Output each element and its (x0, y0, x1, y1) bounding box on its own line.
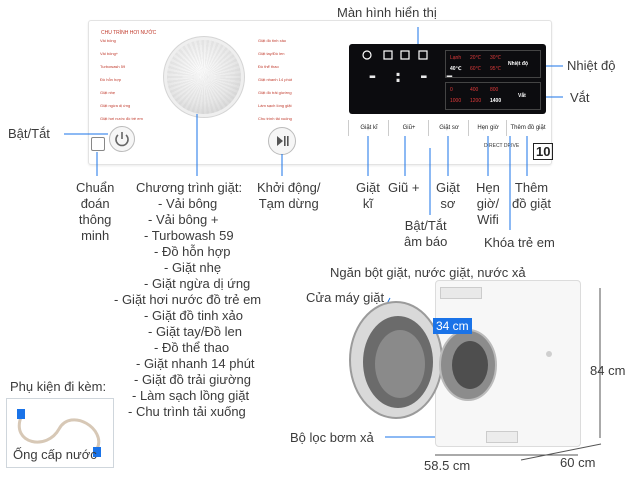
panel-header: CHU TRÌNH HƠI NƯỚC (101, 30, 157, 36)
washer-detail (546, 351, 552, 357)
lcd-display: - : - - Lạnh 20℃ 30℃ 40℃ 60℃ 95℃ Nhiệt đ… (349, 44, 546, 114)
panel-program-label: Giặt nhẹ (100, 90, 116, 95)
label-accessory: Phụ kiện đi kèm: (10, 379, 107, 394)
panel-program-label: Làm sạch lồng giặt (258, 103, 292, 108)
panel-program-label: Turbowash 59 (100, 64, 126, 69)
label-rinse: Giũ + (388, 180, 420, 195)
label-prewash: Giặt sơ (436, 180, 460, 211)
display-status-icons (362, 50, 428, 60)
program-item: - Vải bông + (148, 212, 219, 227)
label-depth: 60 cm (560, 455, 596, 470)
program-list-heading: Chương trình giặt: (136, 180, 243, 195)
panel-left-programs: Vải bông Vải bông+ Turbowash 59 Đồ hỗn h… (100, 38, 162, 129)
program-item: - Giặt tay/Đồ len (148, 324, 242, 339)
program-list: Chương trình giặt: - Vải bông - Vải bông… (114, 180, 268, 420)
spin-option-selected: 1400 (490, 98, 502, 104)
label-detergent: Ngăn bột giặt, nước giặt, nước xả (330, 265, 526, 280)
label-height: 84 cm (590, 363, 626, 378)
program-item: - Giặt đồ trải giường (134, 372, 251, 387)
label-child-lock: Khóa trẻ em (484, 235, 555, 250)
panel-program-label: Vải bông+ (100, 51, 119, 56)
spin-label: Vắt (518, 93, 526, 99)
panel-program-label: Giặt tay/Đồ len (258, 51, 285, 56)
panel-program-label: Giặt ngừa dị ứng (100, 103, 131, 108)
program-item: - Chu trình tải xuống (128, 404, 246, 419)
label-power: Bật/Tắt (8, 126, 50, 141)
label-extra: Thêm đồ giặt (512, 180, 552, 211)
panel-program-label: Giặt đồ trải giường (258, 90, 292, 95)
label-display: Màn hình hiển thị (337, 5, 437, 20)
panel-program-label: Chu trình tải xuống (258, 116, 292, 121)
panel-button-wash[interactable]: Giặt kĩ (348, 120, 389, 136)
diagnose-icon (91, 137, 105, 151)
label-sound: Bật/Tắt âm báo (404, 218, 448, 249)
power-icon (115, 132, 129, 147)
label-timer-wifi: Hẹn giờ/ Wifi (476, 180, 500, 227)
hose-icon (17, 409, 101, 457)
temp-label: Nhiệt độ (508, 61, 528, 67)
program-item: - Giặt đồ tinh xảo (144, 308, 243, 323)
panel-program-label: Đồ thể thao (258, 64, 279, 69)
temp-option: 20℃ (470, 55, 482, 61)
spin-option: 400 (470, 87, 479, 93)
panel-button-extra[interactable]: Thêm đồ giặt (506, 120, 549, 136)
program-item: - Giặt ngừa dị ứng (144, 276, 251, 291)
temp-option: 95℃ (490, 66, 502, 72)
spin-option: 1200 (470, 98, 482, 104)
door-depth-badge: 34 cm (433, 318, 472, 334)
detergent-drawer (440, 287, 482, 299)
display-digits: - : - - (367, 66, 457, 87)
program-item: - Làm sạch lồng giặt (132, 388, 250, 403)
program-item: - Giặt nhẹ (164, 260, 222, 275)
panel-program-label: Đồ hỗn hợp (100, 77, 122, 82)
program-item: - Turbowash 59 (144, 228, 234, 243)
panel-button-timer[interactable]: Hẹn giờ (468, 120, 507, 136)
panel-button-prewash[interactable]: Giặt sơ (428, 120, 469, 136)
label-filter: Bộ lọc bơm xả (290, 430, 374, 445)
program-dial[interactable] (167, 40, 241, 114)
play-pause-icon (277, 136, 289, 146)
program-item: - Vải bông (158, 196, 218, 211)
spin-option: 0 (450, 87, 453, 93)
label-temperature: Nhiệt độ (567, 58, 616, 73)
label-spin: Vắt (570, 90, 590, 105)
label-hose: Ống cấp nước (13, 447, 97, 462)
spin-option: 800 (490, 87, 499, 93)
panel-right-programs: Giặt đồ tinh xảo Giặt tay/Đồ len Đồ thể … (258, 38, 318, 129)
program-item: - Giặt hơi nước đồ trẻ em (114, 292, 262, 307)
start-pause-button[interactable] (268, 127, 296, 155)
temp-option: Lạnh (450, 55, 462, 61)
panel-program-label: Vải bông (100, 38, 116, 43)
label-door: Cửa máy giặt (306, 290, 385, 305)
label-width: 58.5 cm (424, 458, 471, 473)
label-start-pause: Khởi động/ Tạm dừng (257, 180, 321, 211)
label-wash: Giặt kĩ (356, 180, 380, 211)
panel-program-label: Giặt hơi nước đồ trẻ em (100, 116, 143, 121)
temp-option-selected: 40℃ (450, 66, 462, 72)
power-button[interactable] (109, 126, 135, 152)
program-item: - Đồ thể thao (154, 340, 230, 355)
filter-cover (486, 431, 518, 443)
panel-program-label: Giặt đồ tinh xảo (258, 38, 287, 43)
panel-program-label: Giặt nhanh 14 phút (258, 77, 293, 82)
spin-box: 0 400 800 1000 1200 1400 Vắt (445, 82, 541, 110)
direct-drive-badge: DIRECT DRIVE (484, 143, 520, 149)
temp-box: Lạnh 20℃ 30℃ 40℃ 60℃ 95℃ Nhiệt độ (445, 50, 541, 78)
warranty-badge: 10 (533, 143, 554, 160)
label-diagnose: Chuẩn đoán thông minh (76, 180, 115, 243)
program-item: - Đồ hỗn hợp (154, 244, 231, 259)
panel-button-rinse[interactable]: Giũ+ (388, 120, 429, 136)
program-item: - Giặt nhanh 14 phút (136, 356, 255, 371)
temp-option: 30℃ (490, 55, 502, 61)
accessory-box: Ống cấp nước (6, 398, 114, 468)
spin-option: 1000 (450, 98, 462, 104)
temp-option: 60℃ (470, 66, 482, 72)
